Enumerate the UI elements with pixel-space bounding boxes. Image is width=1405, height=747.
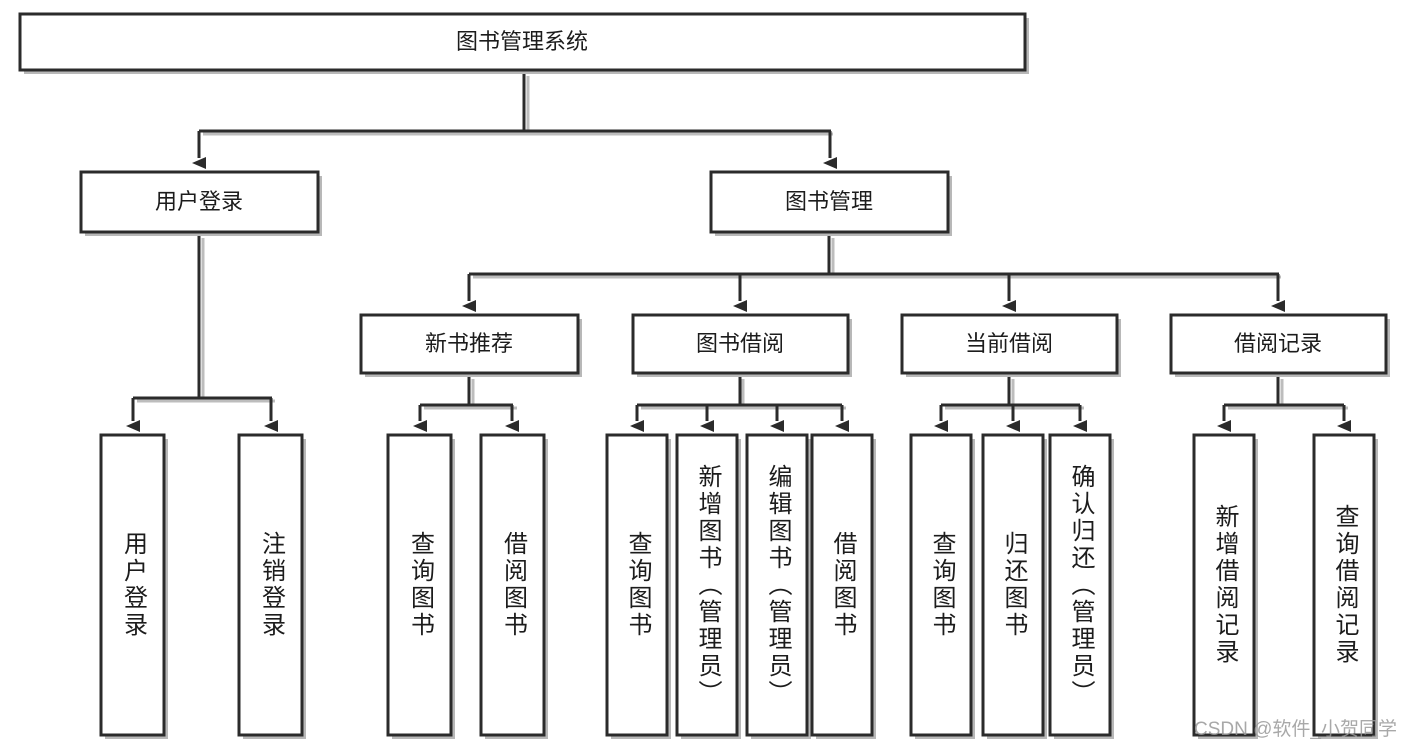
edge-group-books-to-level3 bbox=[462, 232, 1285, 312]
node-book-borrow-label: 图书借阅 bbox=[696, 331, 784, 356]
node-new-book-recommend[interactable]: 新书推荐 bbox=[359, 313, 582, 377]
leaf-node[interactable] bbox=[605, 433, 671, 739]
node-root[interactable]: 图书管理系统 bbox=[18, 12, 1029, 74]
leaf-node[interactable] bbox=[99, 433, 168, 739]
node-user-login[interactable]: 用户登录 bbox=[79, 170, 322, 236]
edge-group-current-to-leaves bbox=[934, 373, 1087, 432]
edge-group-root-to-level2 bbox=[192, 70, 837, 169]
node-current-borrow-label: 当前借阅 bbox=[965, 331, 1053, 356]
leaf-node[interactable] bbox=[237, 433, 306, 739]
watermark-text: CSDN @软件_小贺同学 bbox=[1194, 719, 1397, 740]
leaf-node[interactable] bbox=[810, 433, 876, 739]
leaf-node[interactable] bbox=[1312, 433, 1378, 739]
edge-group-records-to-leaves bbox=[1217, 373, 1351, 432]
leaf-node[interactable] bbox=[909, 433, 975, 739]
leaf-node[interactable] bbox=[1192, 433, 1258, 739]
node-book-management-label: 图书管理 bbox=[785, 189, 873, 214]
edge-group-newbooks-to-leaves bbox=[413, 373, 519, 432]
node-borrow-records-label: 借阅记录 bbox=[1234, 331, 1322, 356]
leaf-node[interactable] bbox=[479, 433, 548, 739]
leaf-node[interactable] bbox=[386, 433, 455, 739]
node-new-book-recommend-label: 新书推荐 bbox=[425, 331, 513, 356]
leaf-node[interactable] bbox=[1048, 433, 1114, 739]
leaf-box-group bbox=[99, 433, 1378, 739]
node-book-borrow[interactable]: 图书借阅 bbox=[631, 313, 852, 377]
edge-group-borrow-to-leaves bbox=[630, 373, 849, 432]
node-current-borrow[interactable]: 当前借阅 bbox=[900, 313, 1121, 377]
edge-group-login-to-leaves bbox=[126, 232, 278, 432]
node-borrow-records[interactable]: 借阅记录 bbox=[1169, 313, 1390, 377]
node-root-label: 图书管理系统 bbox=[456, 29, 588, 54]
leaf-node[interactable] bbox=[745, 433, 811, 739]
node-user-login-label: 用户登录 bbox=[155, 189, 243, 214]
leaf-node[interactable] bbox=[981, 433, 1047, 739]
node-book-management[interactable]: 图书管理 bbox=[709, 170, 952, 236]
leaf-node[interactable] bbox=[675, 433, 741, 739]
